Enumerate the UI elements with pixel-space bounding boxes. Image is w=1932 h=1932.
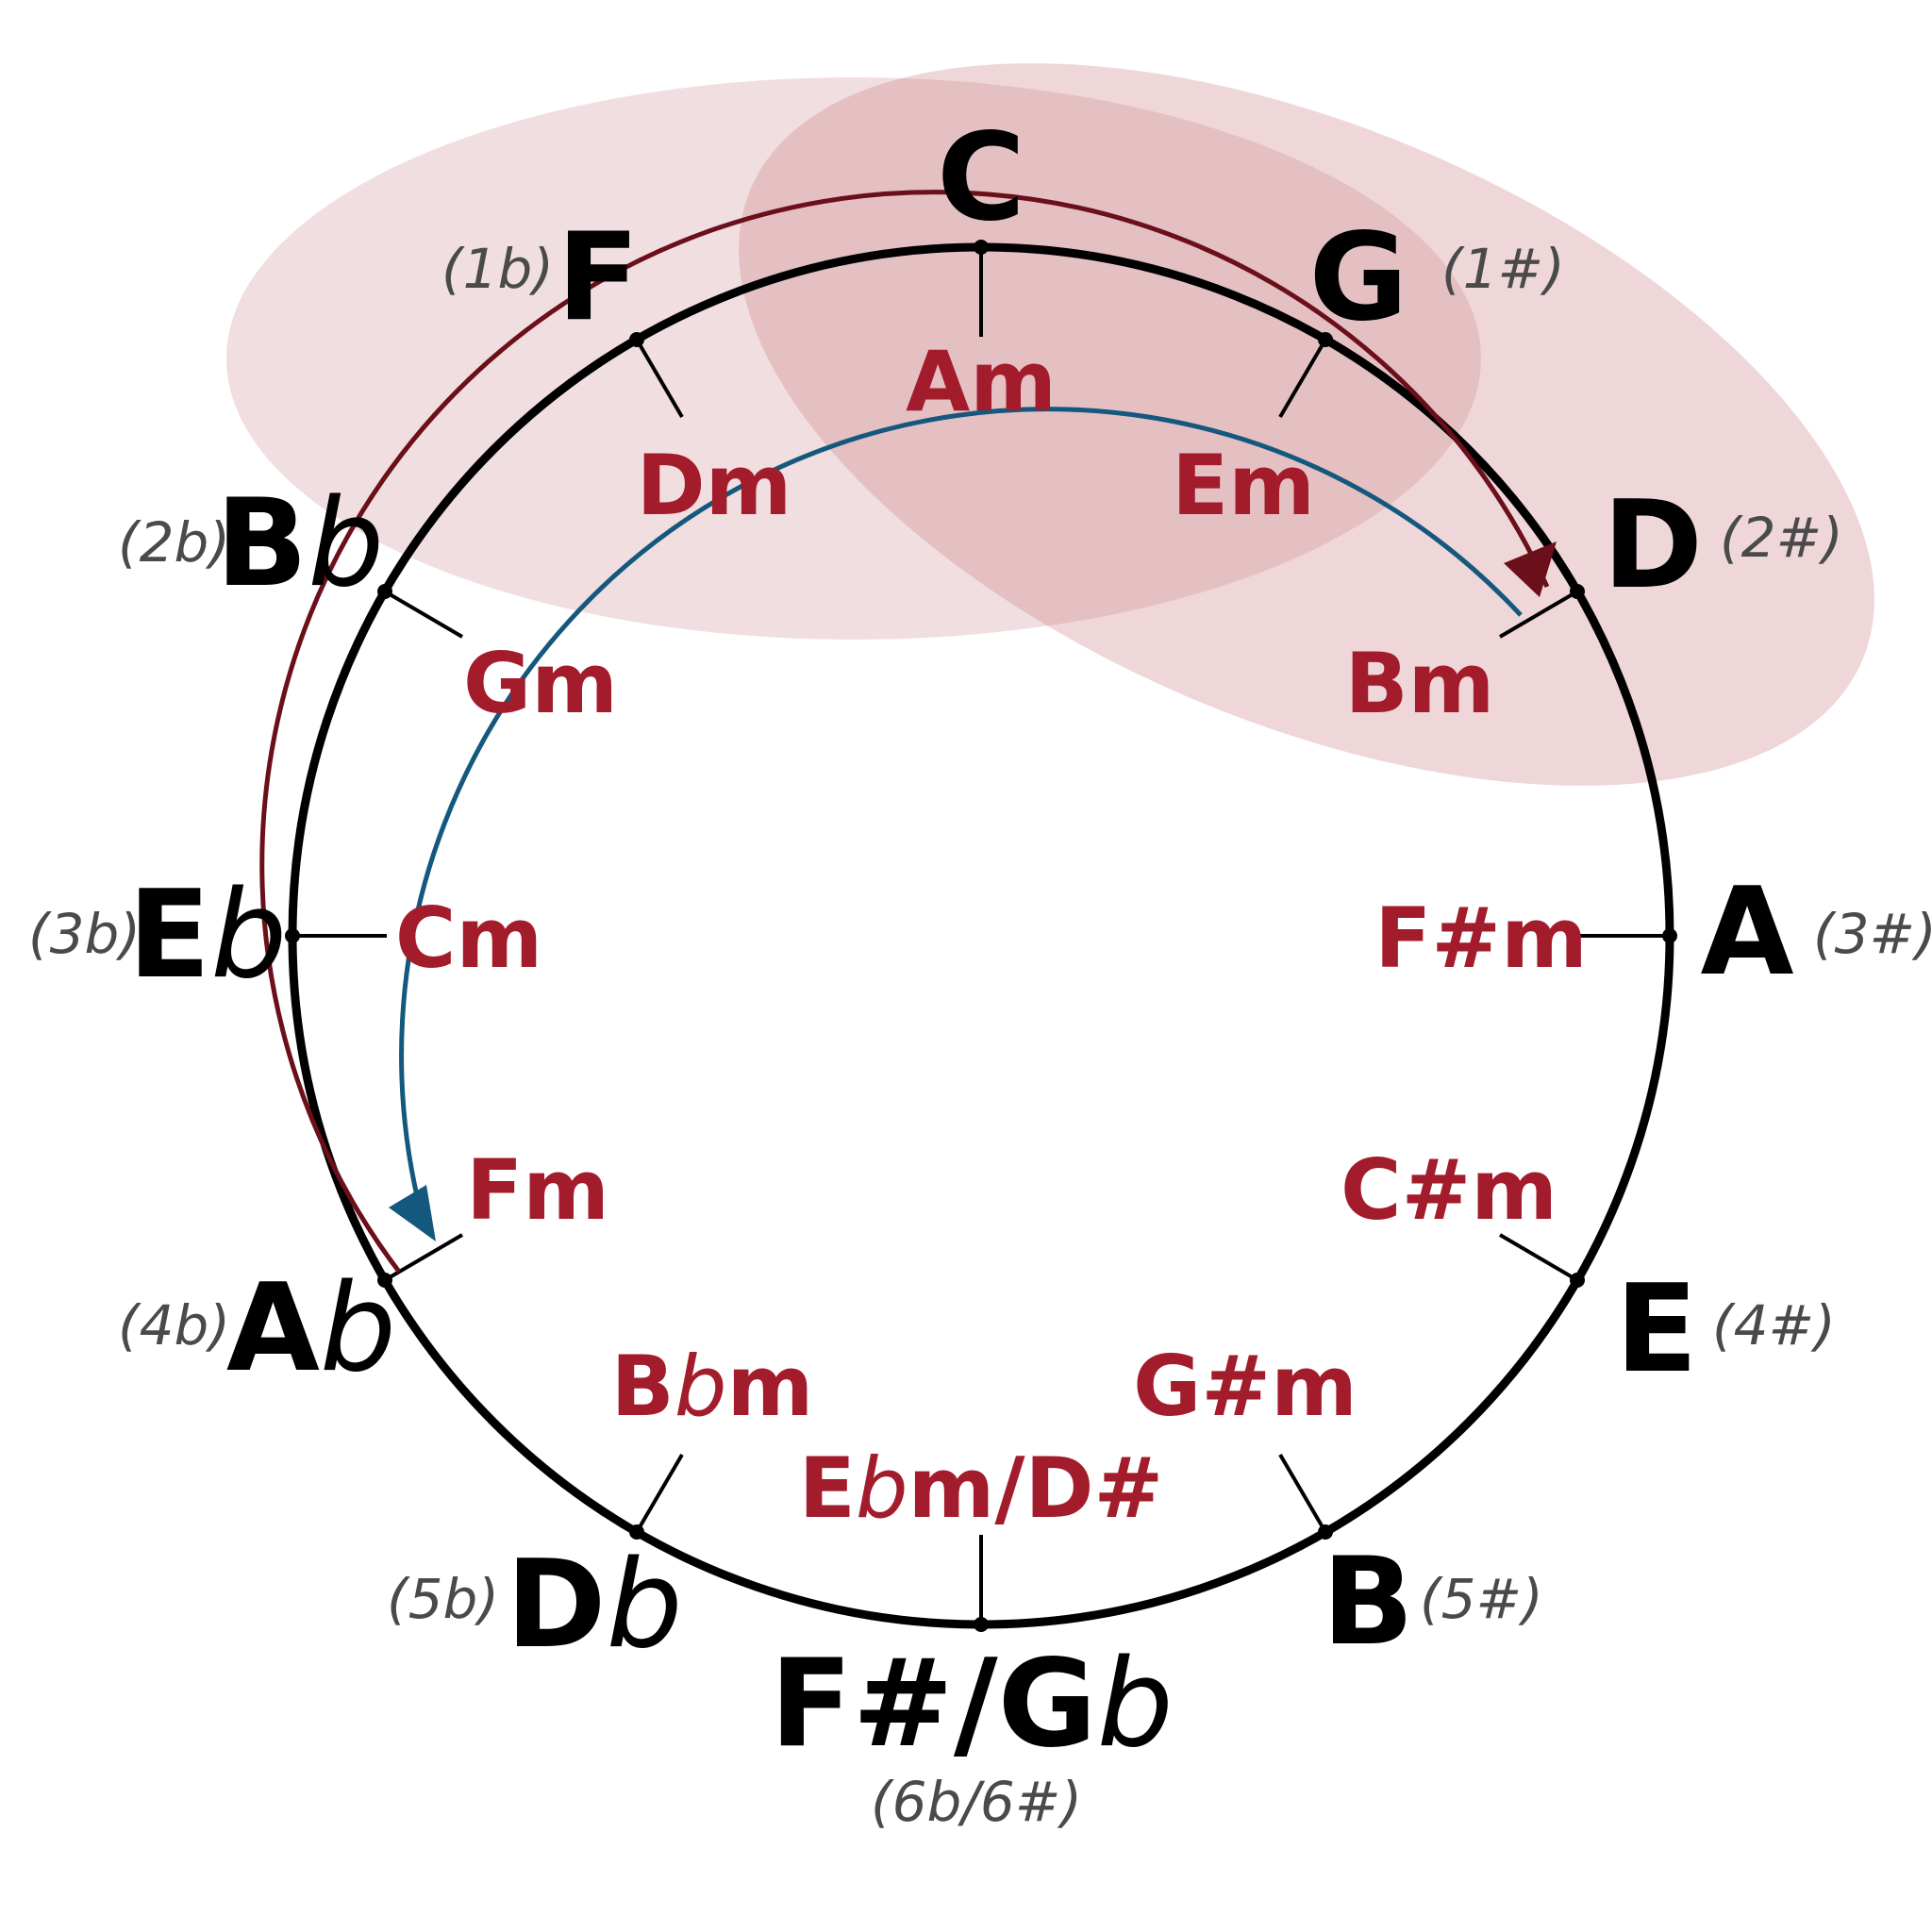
minor-ebm-dsharp-label: Ebm/D#	[799, 1440, 1164, 1537]
tick-bflat	[383, 590, 464, 639]
minor-csharpm-label: C#m	[1341, 1141, 1557, 1239]
minor-bbm-flat: b	[675, 1338, 727, 1435]
highlight-ellipse-left	[226, 77, 1481, 640]
major-e-label: E	[1615, 1259, 1697, 1400]
dot-fsharp	[974, 1617, 989, 1632]
dot-dflat	[629, 1524, 644, 1540]
major-eflat-flat: b	[210, 865, 287, 1006]
major-d-label: D	[1603, 475, 1703, 616]
major-c-label: C	[937, 108, 1025, 248]
minor-am-label: Am	[906, 333, 1057, 430]
minor-ebm-pre: E	[799, 1440, 856, 1537]
tick-d	[1498, 590, 1579, 639]
arrow-blue-head	[389, 1185, 436, 1241]
major-fsharp-gflat-label: F#/Gb	[770, 1634, 1174, 1774]
minor-bbm-post: m	[727, 1338, 814, 1435]
minor-gsharpm-label: G#m	[1133, 1338, 1357, 1435]
dot-b	[1318, 1524, 1333, 1540]
tick-e	[1498, 1233, 1579, 1282]
major-fsharp-gflat-signature: (6b/6#)	[871, 1770, 1082, 1834]
major-a-label: A	[1700, 862, 1793, 1003]
tick-g	[1278, 338, 1327, 419]
minor-fm-label: Fm	[466, 1141, 609, 1239]
minor-ebm-post: m/D#	[908, 1440, 1164, 1537]
tick-b	[1278, 1453, 1327, 1534]
major-g-signature: (1#)	[1441, 237, 1565, 301]
dot-e	[1570, 1273, 1585, 1288]
minor-cm-label: Cm	[395, 890, 542, 987]
minor-dm-label: Dm	[637, 437, 792, 534]
major-a-signature: (3#)	[1813, 902, 1932, 966]
minor-em-label: Em	[1172, 437, 1315, 534]
major-eflat-main: E	[128, 865, 210, 1006]
major-aflat-flat: b	[320, 1258, 396, 1399]
arrow-red-arc	[259, 190, 1550, 1274]
major-bflat-label: Bb	[216, 474, 385, 614]
minor-ebm-flat: b	[856, 1440, 908, 1537]
major-b-label: B	[1322, 1532, 1414, 1673]
minor-bbm-pre: B	[611, 1338, 675, 1435]
major-d-signature: (2#)	[1720, 506, 1843, 570]
dot-a	[1662, 928, 1677, 943]
major-aflat-main: A	[226, 1258, 320, 1399]
major-fsharp-gflat-flat: b	[1097, 1634, 1174, 1774]
dot-eflat	[285, 928, 300, 943]
major-eflat-label: Eb	[128, 865, 288, 1006]
major-bflat-signature: (2b)	[118, 510, 230, 575]
major-g-label: G	[1308, 208, 1407, 348]
dot-g	[1318, 332, 1333, 347]
minor-bbm-label: Bbm	[611, 1338, 814, 1435]
major-aflat-signature: (4b)	[118, 1293, 230, 1357]
tick-f	[635, 338, 684, 419]
major-dflat-main: D	[506, 1535, 606, 1675]
highlight-ellipse-right	[739, 63, 1874, 786]
tick-aflat	[383, 1233, 464, 1282]
major-dflat-flat: b	[607, 1535, 683, 1675]
major-f-signature: (1b)	[441, 237, 554, 301]
major-dflat-label: Db	[506, 1535, 683, 1675]
dot-c	[974, 240, 989, 255]
major-bflat-flat: b	[308, 474, 384, 614]
major-f-label: F	[557, 208, 639, 348]
major-bflat-main: B	[216, 474, 308, 614]
minor-fsharpm-label: F#m	[1374, 890, 1588, 987]
major-eflat-signature: (3b)	[28, 902, 141, 966]
major-b-signature: (5#)	[1420, 1567, 1543, 1631]
dot-bflat	[377, 584, 392, 599]
major-aflat-label: Ab	[226, 1258, 396, 1399]
arrow-blue-arc	[399, 407, 1523, 1227]
major-dflat-signature: (5b)	[387, 1567, 499, 1631]
dot-f	[629, 332, 644, 347]
tick-dflat	[635, 1453, 684, 1534]
major-e-signature: (4#)	[1712, 1293, 1836, 1357]
dot-aflat	[377, 1273, 392, 1288]
ring-dots	[285, 240, 1677, 1632]
dot-d	[1570, 584, 1585, 599]
minor-bm-label: Bm	[1345, 635, 1495, 732]
major-fsharp-gflat-main: F#/G	[770, 1634, 1097, 1774]
minor-gm-label: Gm	[463, 635, 618, 732]
arrow-red-head	[1504, 541, 1557, 597]
